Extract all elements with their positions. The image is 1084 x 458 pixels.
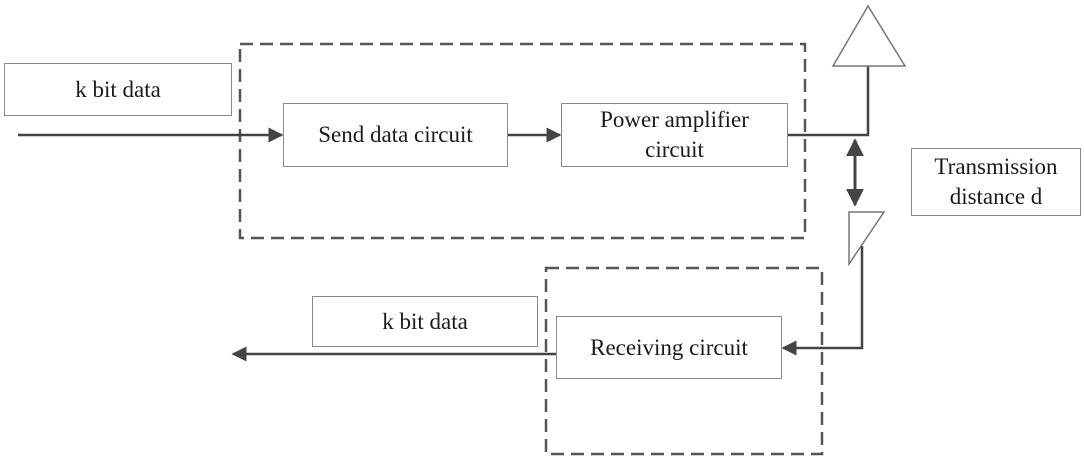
- input-data-text: k bit data: [75, 76, 161, 102]
- transmission-distance-line2: distance d: [949, 184, 1043, 209]
- pa-to-antenna-wire: [788, 66, 870, 137]
- transmission-distance-line1: Transmission: [934, 154, 1058, 179]
- receiving-circuit-block: Receiving circuit: [556, 316, 782, 379]
- power-amplifier-line2: circuit: [645, 137, 704, 162]
- output-data-label: k bit data: [312, 296, 538, 347]
- power-amplifier-block: Power amplifier circuit: [561, 103, 788, 167]
- transmitter-group: [238, 42, 807, 240]
- output-data-text: k bit data: [382, 308, 468, 334]
- receive-antenna-icon: [848, 211, 886, 267]
- receiving-circuit-text: Receiving circuit: [590, 334, 748, 360]
- transmission-distance-label: Transmission distance d: [911, 148, 1081, 216]
- send-data-circuit-text: Send data circuit: [318, 122, 473, 147]
- transmit-antenna-icon: [831, 4, 907, 67]
- antenna-to-receiver-wire: [781, 246, 864, 356]
- power-amplifier-line1: Power amplifier: [600, 107, 749, 132]
- send-data-circuit-block: Send data circuit: [283, 103, 508, 167]
- receiver-group: [544, 266, 824, 456]
- input-data-label: k bit data: [4, 63, 232, 116]
